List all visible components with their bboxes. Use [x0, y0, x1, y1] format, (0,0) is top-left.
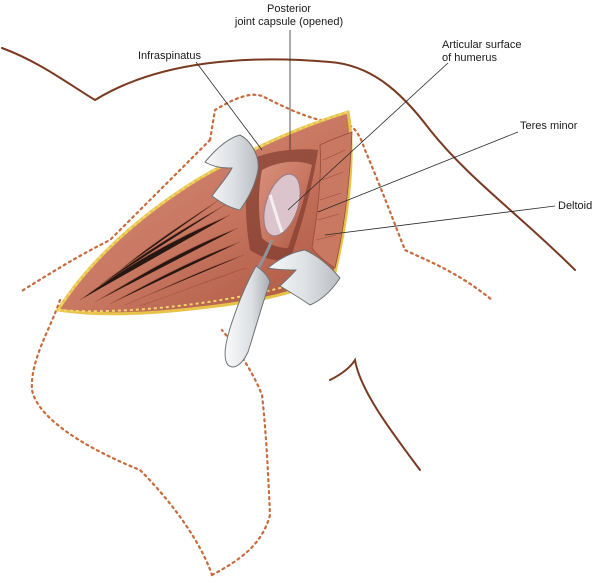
label-articular-line1: Articular surface — [442, 39, 521, 51]
label-infraspinatus: Infraspinatus — [138, 50, 201, 62]
leader-lines — [195, 30, 556, 236]
bony-landmark-outline — [18, 93, 494, 577]
label-posterior-line1: Posterior — [267, 3, 311, 15]
upper-retractor — [204, 134, 259, 211]
label-teres-minor: Teres minor — [520, 120, 578, 132]
label-posterior-line2: joint capsule (opened) — [234, 16, 343, 28]
label-deltoid: Deltoid — [558, 200, 592, 212]
surgical-instrument — [224, 239, 274, 368]
lower-retractor — [266, 249, 341, 306]
label-articular-line2: of humerus — [442, 52, 498, 64]
skin-outline — [1, 47, 576, 471]
